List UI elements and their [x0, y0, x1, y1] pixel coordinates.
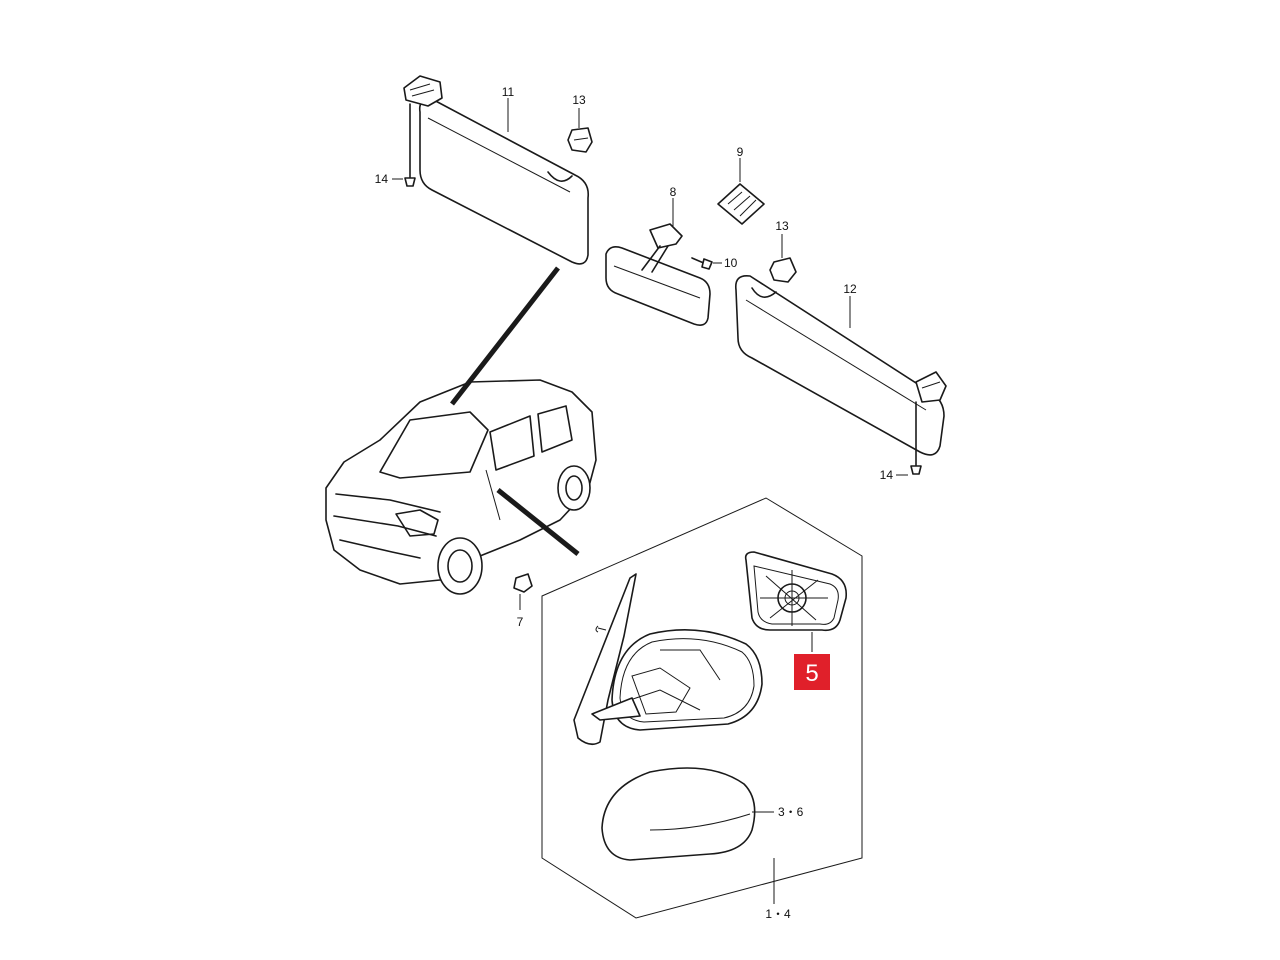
label-13-left: 13: [572, 93, 586, 107]
label-5: 5: [805, 660, 818, 687]
mirror-glass-5[interactable]: [744, 551, 848, 632]
nut-7[interactable]: [513, 573, 533, 610]
pointer-bar-visor: [450, 266, 560, 406]
clip-13-left[interactable]: [567, 127, 593, 153]
label-10: 10: [724, 256, 738, 270]
vehicle-illustration: [325, 379, 597, 595]
label-13-right: 13: [775, 219, 789, 233]
mirror-cap[interactable]: [601, 767, 756, 861]
label-12: 12: [843, 282, 857, 296]
clip-13-right[interactable]: [769, 257, 797, 283]
label-14-left: 14: [375, 172, 389, 186]
highlight-callout-5[interactable]: [794, 654, 830, 690]
assembly-frame: [541, 497, 863, 919]
sun-visor-right[interactable]: [734, 274, 947, 456]
label-3-6: 3・6: [778, 805, 804, 819]
screw-14-left[interactable]: [404, 103, 416, 187]
screw-10[interactable]: [691, 257, 713, 270]
label-1-4: 1・4: [765, 907, 791, 921]
label-11: 11: [502, 85, 515, 99]
sun-visor-left[interactable]: [403, 75, 590, 265]
cover-9[interactable]: [717, 183, 765, 225]
pointer-bar-mirror: [496, 488, 580, 556]
label-9: 9: [737, 145, 744, 159]
screw-14-right[interactable]: [910, 401, 922, 475]
label-7: 7: [517, 615, 524, 629]
label-14-right: 14: [880, 468, 894, 482]
interior-mirror-8[interactable]: [605, 223, 711, 326]
label-8: 8: [670, 185, 677, 199]
mirror-housing[interactable]: [573, 573, 763, 746]
